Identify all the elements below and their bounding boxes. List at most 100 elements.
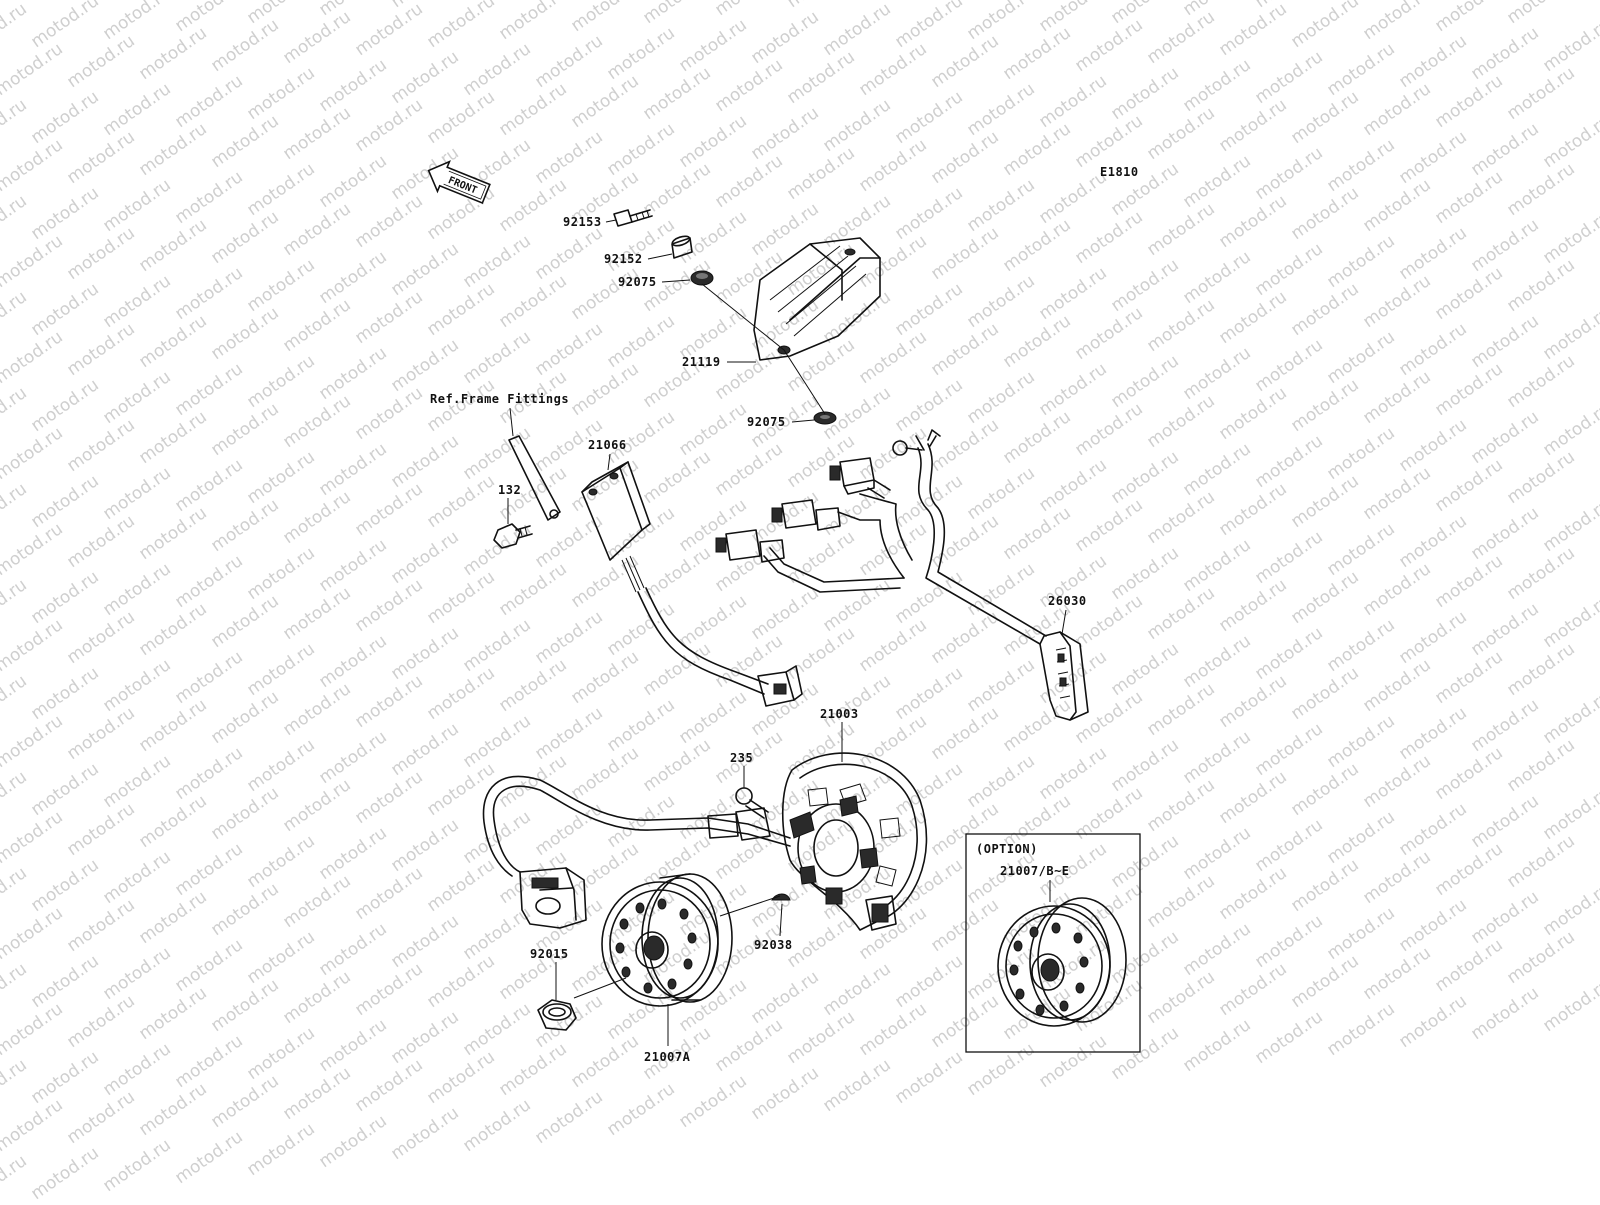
watermark-text: motod.ru (63, 31, 138, 92)
watermark-text: motod.ru (99, 175, 174, 236)
watermark-text: motod.ru (171, 71, 246, 132)
watermark-text: motod.ru (567, 839, 642, 900)
watermark-text: motod.ru (1539, 975, 1600, 1036)
watermark-text: motod.ru (639, 735, 714, 796)
watermark-text: motod.ru (0, 39, 67, 100)
watermark-text: motod.ru (1179, 727, 1254, 788)
watermark-text: motod.ru (135, 407, 210, 468)
watermark-text: motod.ru (675, 1071, 750, 1132)
watermark-text: motod.ru (963, 943, 1038, 1004)
watermark-text: motod.ru (891, 471, 966, 532)
watermark-text: motod.ru (927, 703, 1002, 764)
watermark-text: motod.ru (279, 391, 354, 452)
watermark-text: motod.ru (207, 111, 282, 172)
watermark-text: motod.ru (1251, 1007, 1326, 1068)
watermark-text: motod.ru (711, 0, 786, 20)
watermark-text: motod.ru (1467, 407, 1542, 468)
watermark-text: motod.ru (351, 671, 426, 732)
watermark-text: motod.ru (99, 79, 174, 140)
callout-92075-bottom: 92075 (747, 415, 786, 429)
watermark-text: motod.ru (1179, 343, 1254, 404)
callout-26030: 26030 (1048, 594, 1087, 608)
option-rotor (997, 897, 1127, 1027)
watermark-text: motod.ru (783, 719, 858, 780)
watermark-text: motod.ru (351, 959, 426, 1020)
watermark-text: motod.ru (1323, 807, 1398, 868)
watermark-text: motod.ru (963, 175, 1038, 236)
watermark-text: motod.ru (639, 63, 714, 124)
watermark-text: motod.ru (711, 343, 786, 404)
watermark-text: motod.ru (1287, 567, 1362, 628)
watermark-text: motod.ru (0, 95, 31, 156)
watermark-text: motod.ru (99, 1135, 174, 1196)
watermark-text: motod.ru (27, 1143, 102, 1200)
watermark-text: motod.ru (351, 0, 426, 60)
watermark-text: motod.ru (1431, 71, 1506, 132)
watermark-text: motod.ru (315, 1111, 390, 1172)
callout-21007a: 21007A (644, 1050, 691, 1064)
rotor-21007a (601, 873, 733, 1007)
watermark-text: motod.ru (1179, 823, 1254, 884)
watermark-text: motod.ru (1107, 447, 1182, 508)
watermark-text: motod.ru (1395, 991, 1470, 1052)
watermark-text: motod.ru (531, 127, 606, 188)
watermark-text: motod.ru (171, 839, 246, 900)
watermark-text: motod.ru (387, 911, 462, 972)
watermark-text: motod.ru (171, 743, 246, 804)
watermark-text: motod.ru (963, 559, 1038, 620)
watermark-text: motod.ru (1467, 311, 1542, 372)
watermark-text: motod.ru (1071, 879, 1146, 940)
watermark-text: motod.ru (711, 631, 786, 692)
callout-92152: 92152 (604, 252, 643, 266)
watermark-text: motod.ru (1503, 63, 1578, 124)
watermark-text: motod.ru (1287, 0, 1362, 52)
watermark-text: motod.ru (1179, 631, 1254, 692)
watermark-text: motod.ru (0, 863, 31, 924)
watermark-text: motod.ru (135, 599, 210, 660)
watermark-text: motod.ru (531, 799, 606, 860)
watermark-text: motod.ru (1143, 967, 1218, 1028)
main-harness-26030 (715, 429, 1089, 721)
watermark-text: motod.ru (1359, 271, 1434, 332)
watermark-text: motod.ru (819, 767, 894, 828)
watermark-text: motod.ru (855, 519, 930, 580)
watermark-text: motod.ru (1503, 639, 1578, 700)
watermark-text: motod.ru (1215, 479, 1290, 540)
callout-21003: 21003 (820, 707, 859, 721)
watermark-text: motod.ru (1251, 911, 1326, 972)
watermark-text: motod.ru (1467, 695, 1542, 756)
watermark-text: motod.ru (639, 543, 714, 604)
watermark-text: motod.ru (1251, 239, 1326, 300)
watermark-text: motod.ru (1431, 359, 1506, 420)
watermark-text: motod.ru (891, 951, 966, 1012)
screw-92153 (613, 209, 653, 227)
watermark-text: motod.ru (27, 0, 102, 52)
watermark-text: motod.ru (1395, 799, 1470, 860)
watermark-text: motod.ru (603, 791, 678, 852)
watermark-text: motod.ru (243, 735, 318, 796)
watermark-text: motod.ru (243, 543, 318, 604)
watermark-text: motod.ru (1035, 71, 1110, 132)
watermark-text: motod.ru (1395, 319, 1470, 380)
watermark-text: motod.ru (891, 279, 966, 340)
watermark-text: motod.ru (351, 287, 426, 348)
watermark-text: motod.ru (243, 1023, 318, 1084)
watermark-text: motod.ru (207, 495, 282, 556)
watermark-text: motod.ru (423, 663, 498, 724)
watermark-text: motod.ru (279, 295, 354, 356)
watermark-text: motod.ru (675, 207, 750, 268)
watermark-text: motod.ru (423, 87, 498, 148)
watermark-text: motod.ru (747, 1063, 822, 1124)
watermark-text: motod.ru (423, 0, 498, 52)
watermark-text: motod.ru (1503, 831, 1578, 892)
watermark-text: motod.ru (171, 647, 246, 708)
watermark-text: motod.ru (1071, 783, 1146, 844)
watermark-text: motod.ru (279, 103, 354, 164)
watermark-text: motod.ru (423, 1047, 498, 1108)
watermark-text: motod.ru (567, 1031, 642, 1092)
watermark-text: motod.ru (351, 575, 426, 636)
watermark-text: motod.ru (495, 0, 570, 44)
watermark-text: motod.ru (855, 135, 930, 196)
